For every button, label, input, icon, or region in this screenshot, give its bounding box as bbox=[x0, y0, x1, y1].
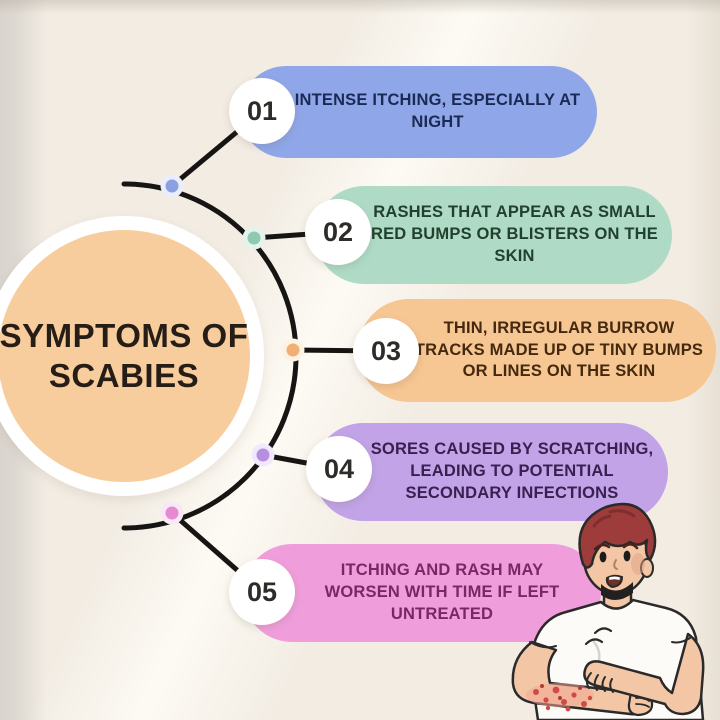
symptom-pill-02: RASHES THAT APPEAR AS SMALL RED BUMPS OR… bbox=[315, 186, 672, 284]
step-number-circle-03: 03 bbox=[353, 318, 419, 384]
man-scratching-arm-illustration bbox=[511, 502, 705, 720]
symptom-pill-01: INTENSE ITCHING, ESPECIALLY AT NIGHT bbox=[240, 66, 597, 158]
symptom-pill-05: ITCHING AND RASH MAY WORSEN WITH TIME IF… bbox=[243, 544, 601, 642]
dot-05 bbox=[165, 506, 179, 520]
symptom-text-01: INTENSE ITCHING, ESPECIALLY AT NIGHT bbox=[294, 91, 581, 131]
step-number-circle-01: 01 bbox=[229, 78, 295, 144]
step-number-01: 01 bbox=[246, 95, 278, 126]
center-circle-core: SYMPTOMS OF SCABIES bbox=[0, 230, 250, 482]
center-circle: SYMPTOMS OF SCABIES bbox=[0, 216, 264, 496]
symptom-pill-04: SORES CAUSED BY SCRATCHING, LEADING TO P… bbox=[314, 423, 668, 521]
step-number-03: 03 bbox=[370, 335, 402, 366]
title-line-2: SCABIES bbox=[48, 357, 200, 394]
symptom-text-02: RASHES THAT APPEAR AS SMALL RED BUMPS OR… bbox=[370, 203, 659, 265]
page-title: SYMPTOMS OF SCABIES bbox=[0, 316, 248, 397]
symptom-text-03: THIN, IRREGULAR BURROW TRACKS MADE UP OF… bbox=[414, 318, 704, 381]
step-number-04: 04 bbox=[323, 453, 355, 484]
dot-01 bbox=[165, 179, 179, 193]
symptom-text-05: ITCHING AND RASH MAY WORSEN WITH TIME IF… bbox=[324, 561, 560, 623]
symptom-text-04: SORES CAUSED BY SCRATCHING, LEADING TO P… bbox=[370, 440, 654, 502]
dot-04 bbox=[256, 448, 270, 462]
connector-dots bbox=[160, 174, 305, 525]
dot-03 bbox=[286, 343, 300, 357]
step-number-circle-05: 05 bbox=[229, 559, 295, 625]
step-number-02: 02 bbox=[322, 216, 354, 247]
title-line-1: SYMPTOMS OF bbox=[0, 316, 249, 354]
step-number-05: 05 bbox=[246, 576, 278, 607]
step-number-circle-02: 02 bbox=[305, 199, 371, 265]
dot-02 bbox=[247, 231, 261, 245]
step-number-circle-04: 04 bbox=[306, 436, 372, 502]
